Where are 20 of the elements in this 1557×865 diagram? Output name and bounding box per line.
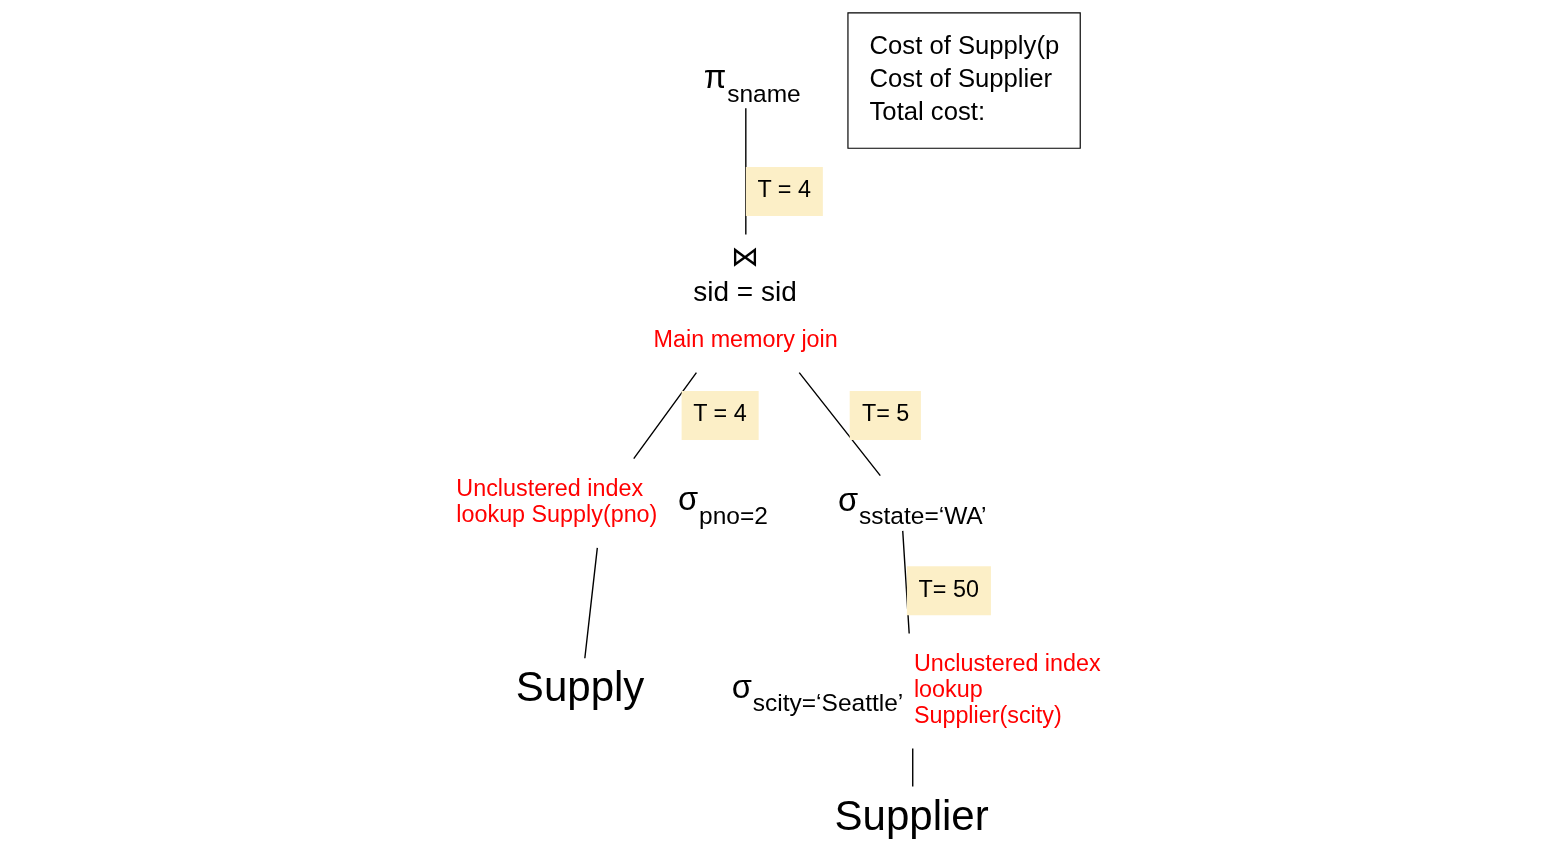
node-text: ⋈ sid = sid bbox=[693, 241, 797, 308]
connector bbox=[912, 747, 914, 788]
node-text: σ$_{pno=2}$ bbox=[678, 480, 768, 529]
connector bbox=[633, 371, 698, 460]
node-text: π$_{sname}$ bbox=[703, 58, 801, 107]
edge-label: T= 5 bbox=[861, 400, 910, 427]
node-label: Unclustered index lookup Supplier(scity) bbox=[913, 650, 1101, 728]
node-box: Cost of Supply(p Cost of Supplier Total cost: bbox=[847, 12, 1081, 149]
node-text: σ$_{scity=‘Seattle’}$ bbox=[731, 667, 904, 717]
node-label: Main memory join bbox=[653, 325, 838, 352]
connector bbox=[584, 547, 599, 659]
connector bbox=[745, 107, 747, 236]
edge-label: T= 50 bbox=[918, 575, 979, 602]
edge-label: T = 4 bbox=[757, 176, 811, 203]
node-text: σ$_{sstate=‘WA’}$ bbox=[838, 480, 987, 530]
node-text: Supplier bbox=[834, 791, 989, 839]
node-label: Unclustered index lookup Supply(pno) bbox=[456, 475, 658, 527]
node-text: Supply bbox=[515, 663, 645, 711]
connector bbox=[798, 371, 881, 477]
edge-label: T = 4 bbox=[693, 400, 747, 427]
